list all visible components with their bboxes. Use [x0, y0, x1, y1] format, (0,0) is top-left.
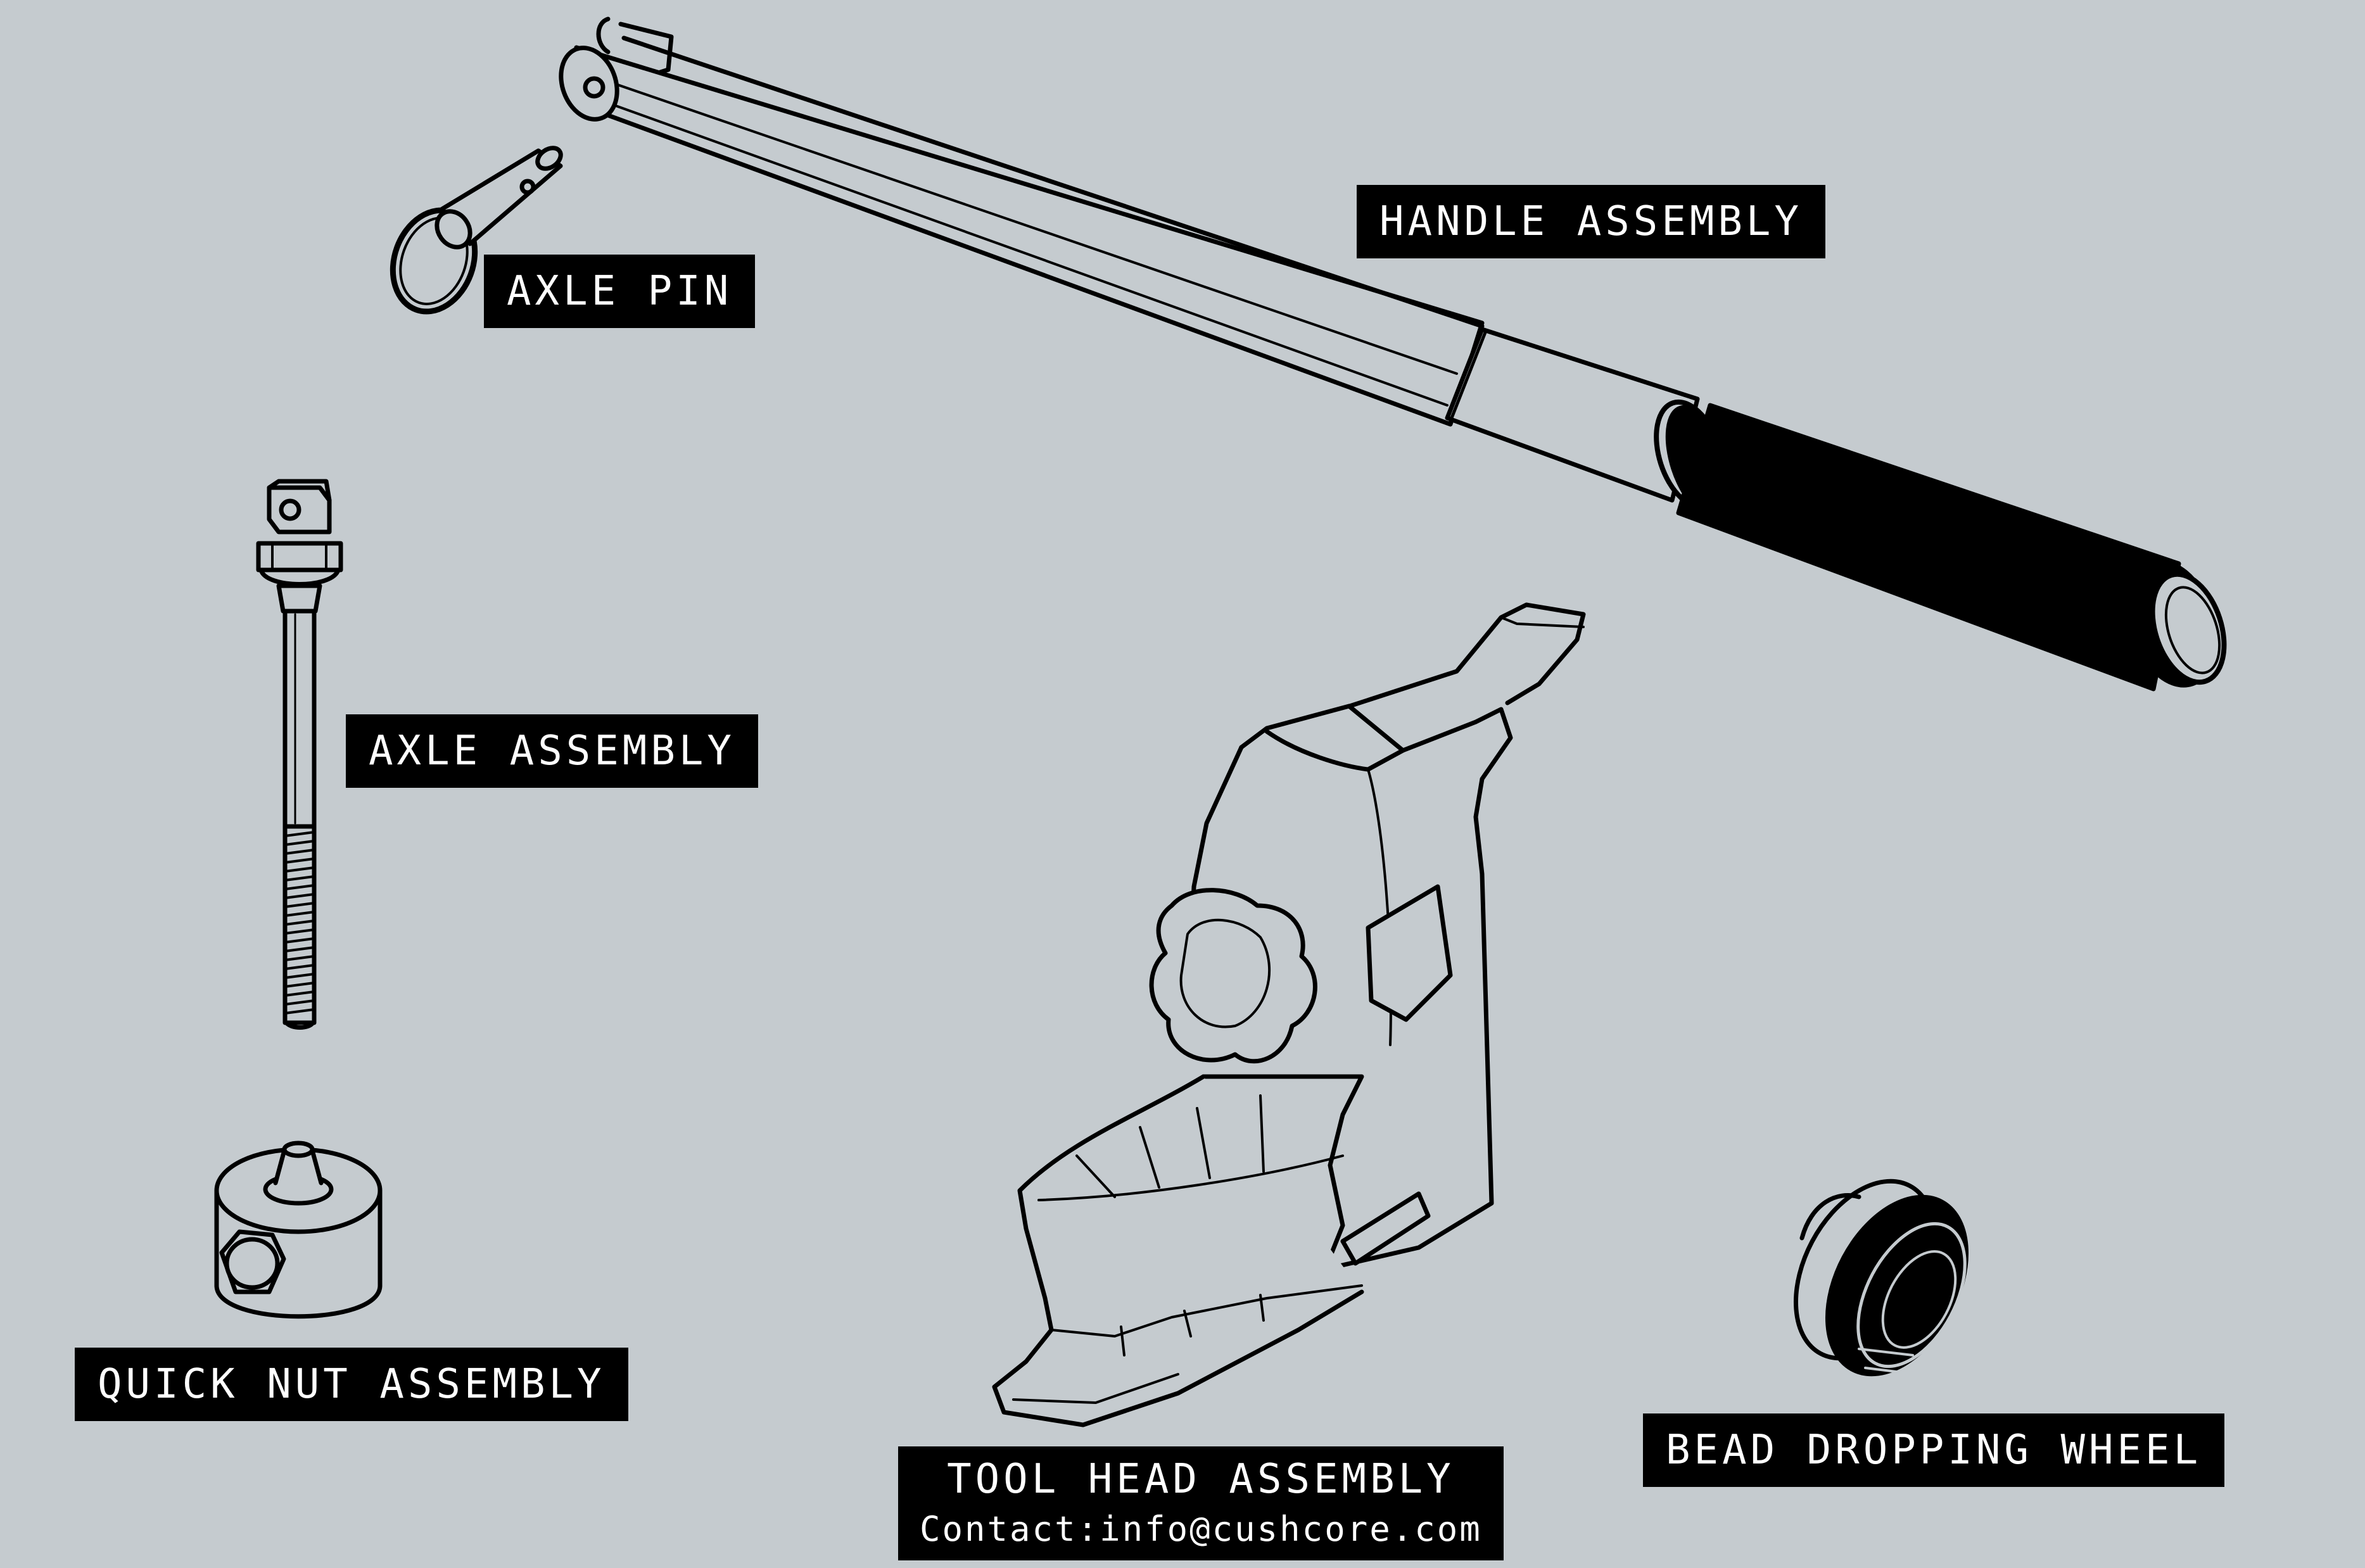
tool-head-illustration: [992, 602, 1586, 1427]
wheel-illustration: [1793, 1179, 1969, 1377]
bead-dropping-wheel-label: BEAD DROPPING WHEEL: [1643, 1413, 2225, 1487]
axle-pin-label: AXLE PIN: [484, 255, 756, 328]
handle-assembly-label: HANDLE ASSEMBLY: [1357, 185, 1825, 258]
pin-illustration: [390, 146, 563, 315]
tool-head-assembly-title: TOOL HEAD ASSEMBLY: [947, 1456, 1455, 1503]
bolt-illustration: [256, 479, 343, 1030]
tool-head-assembly-label: TOOL HEAD ASSEMBLY Contact:info@cushcore…: [898, 1446, 1504, 1560]
nut-illustration: [214, 1141, 383, 1319]
axle-assembly-label: AXLE ASSEMBLY: [346, 714, 758, 788]
handle-illustration: [559, 16, 2227, 692]
contact-email: Contact:info@cushcore.com: [920, 1509, 1482, 1549]
quick-nut-assembly-label: QUICK NUT ASSEMBLY: [75, 1348, 628, 1421]
